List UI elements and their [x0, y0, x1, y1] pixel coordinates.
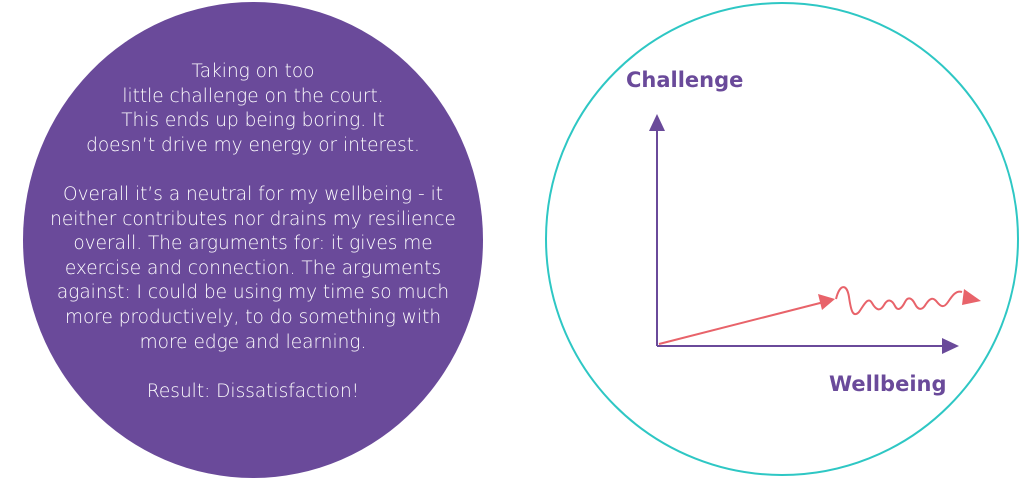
line: neither contributes nor drains my resili…	[50, 208, 456, 230]
line: exercise and connection. The arguments	[64, 257, 442, 279]
line: against: I could be using my time so muc…	[56, 282, 450, 304]
result-text: Result: Dissatisfaction!	[146, 380, 360, 402]
x-axis-arrowhead	[942, 338, 959, 354]
text-panel-content: Taking on too little challenge on the co…	[40, 60, 466, 404]
paragraph-intro: Taking on too little challenge on the co…	[40, 60, 466, 158]
line: overall. The arguments for: it gives me	[73, 233, 433, 255]
trend-arrowhead	[818, 294, 835, 310]
line: Overall it’s a neutral for my wellbeing …	[63, 183, 443, 205]
line: more productively, to do something with	[64, 306, 442, 328]
x-axis-label: Wellbeing	[829, 372, 947, 396]
trend-wave-arrowhead	[962, 289, 981, 305]
line: Taking on too	[191, 61, 315, 82]
line: more edge and learning.	[139, 331, 367, 353]
line: This ends up being boring. It	[121, 110, 385, 132]
trend-line	[658, 301, 825, 345]
text-panel-circle	[23, 2, 483, 478]
line: doesn’t drive my energy or interest.	[86, 134, 420, 156]
paragraph-assessment: Overall it’s a neutral for my wellbeing …	[40, 183, 466, 355]
trend-wave	[835, 286, 963, 316]
diagram-panel-circle	[545, 2, 1019, 476]
y-axis-arrowhead	[649, 114, 665, 131]
line: little challenge on the court.	[122, 85, 384, 107]
y-axis-label: Challenge	[626, 68, 744, 92]
